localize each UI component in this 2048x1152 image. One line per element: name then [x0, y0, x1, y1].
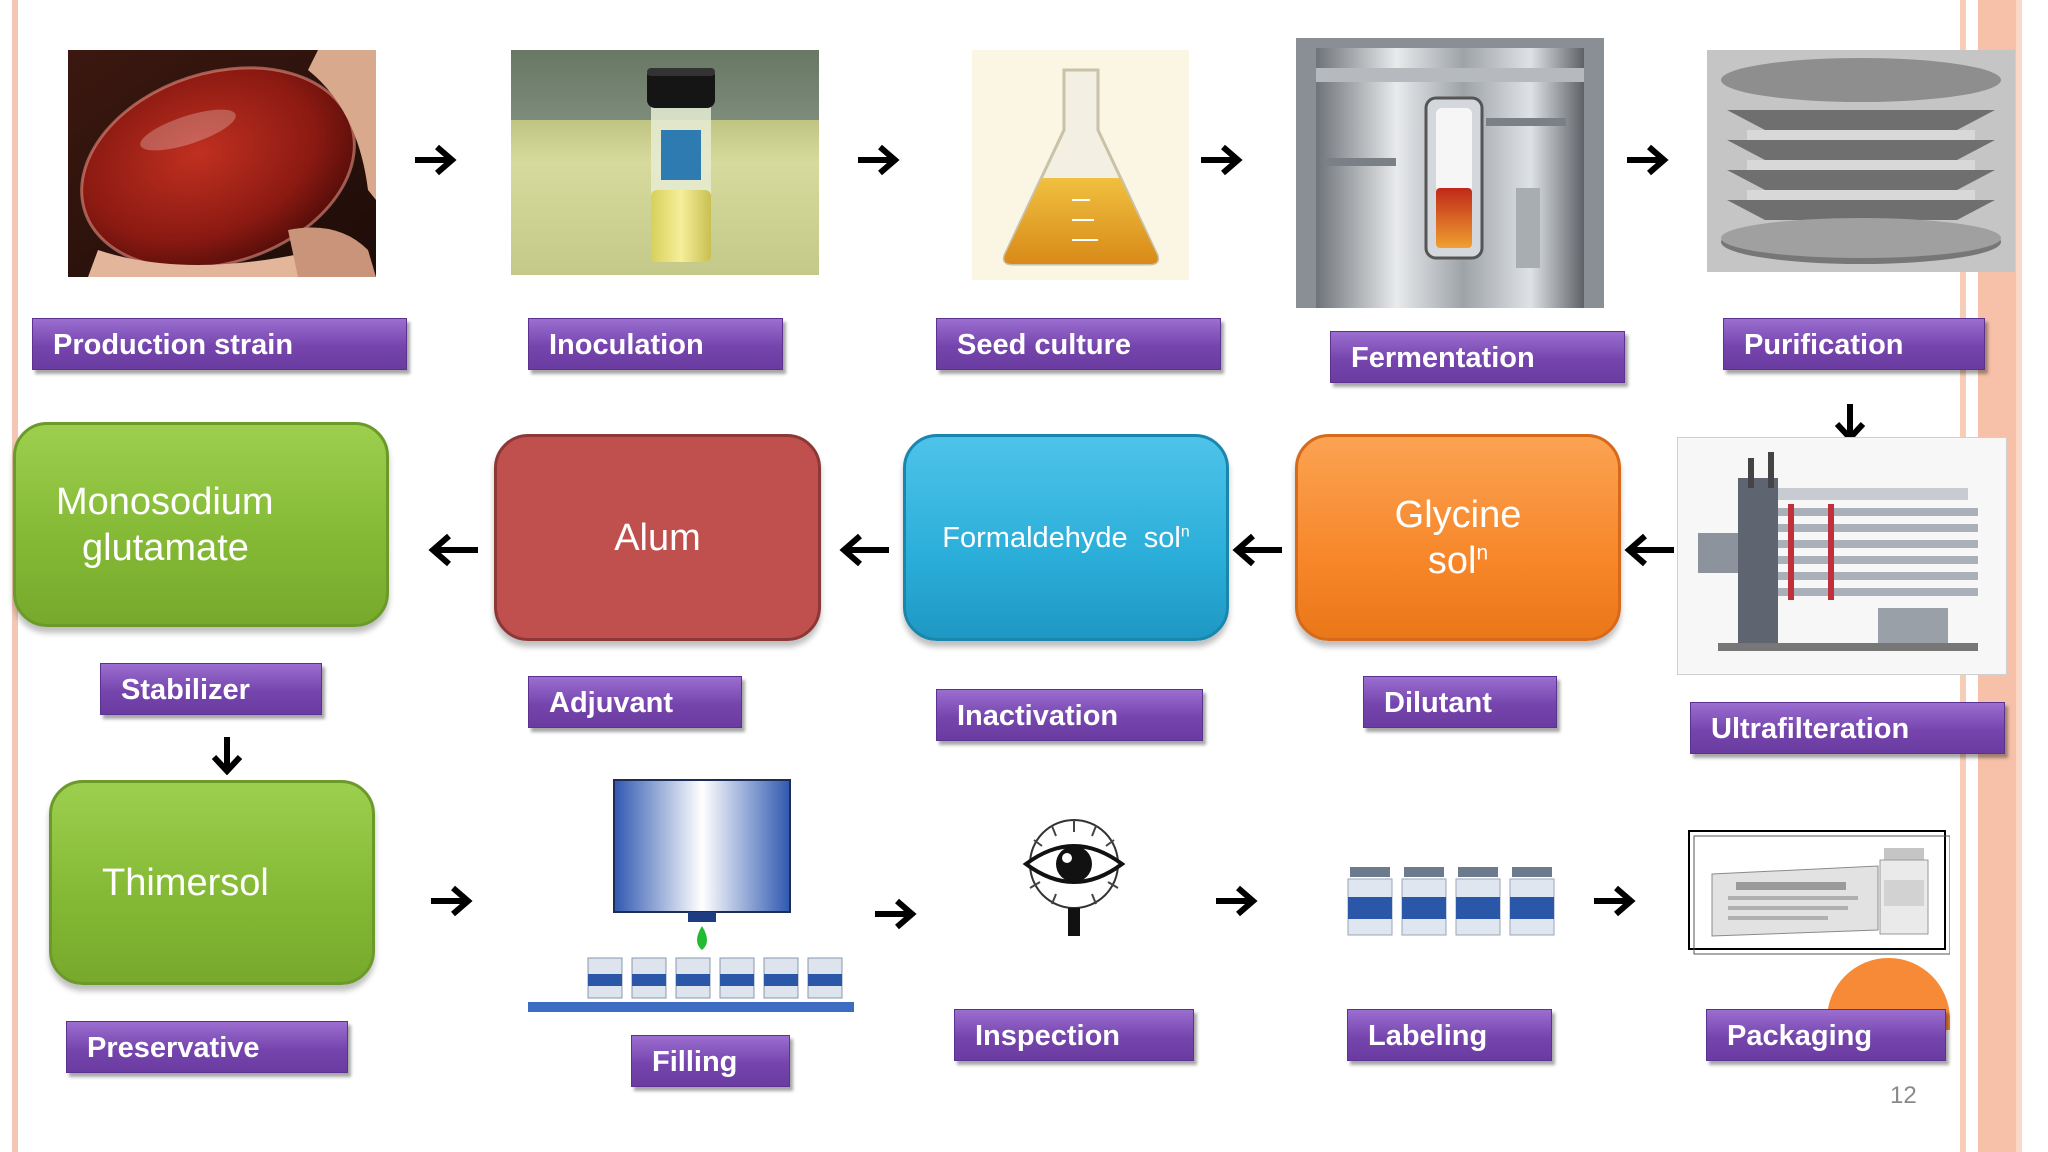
- thimersol-text: Thimersol: [102, 861, 269, 904]
- arrow-right-icon: [858, 144, 900, 176]
- box-alum: Alum: [494, 434, 821, 641]
- label-stabilizer: Stabilizer: [100, 663, 322, 715]
- glycine-line2: soln: [1428, 538, 1488, 584]
- slide-right-border-edge: [2016, 0, 2022, 1152]
- arrow-right-icon: [415, 144, 457, 176]
- arrow-right-icon: [1594, 885, 1636, 917]
- label-seed-culture: Seed culture: [936, 318, 1221, 370]
- formaldehyde-label: Formaldehyde sol: [942, 521, 1181, 554]
- arrow-down-icon: [211, 737, 243, 775]
- filling-machine-icon: [528, 778, 856, 1018]
- label-packaging: Packaging: [1706, 1009, 1946, 1061]
- label-inspection: Inspection: [954, 1009, 1194, 1061]
- box-formaldehyde: Formaldehyde soln: [903, 434, 1229, 641]
- label-ultrafilteration: Ultrafilteration: [1690, 702, 2005, 754]
- label-inoculation: Inoculation: [528, 318, 783, 370]
- arrow-down-icon: [1834, 404, 1866, 442]
- arrow-right-icon: [431, 885, 473, 917]
- flask-icon: [972, 50, 1189, 280]
- label-fermentation: Fermentation: [1330, 331, 1625, 383]
- package-icon: [1688, 830, 1950, 956]
- alum-text: Alum: [614, 516, 701, 559]
- box-thimersol: Thimersol: [49, 780, 375, 985]
- label-purification: Purification: [1723, 318, 1985, 370]
- arrow-left-icon: [1232, 533, 1282, 567]
- page-number: 12: [1890, 1082, 1917, 1109]
- arrow-left-icon: [428, 533, 478, 567]
- label-adjuvant: Adjuvant: [528, 676, 742, 728]
- vials-icon: [1346, 867, 1556, 937]
- filter-stack-icon: [1707, 50, 2015, 272]
- label-preservative: Preservative: [66, 1021, 348, 1073]
- formaldehyde-sup: n: [1180, 522, 1190, 540]
- arrow-right-icon: [1216, 885, 1258, 917]
- arrow-right-icon: [1201, 144, 1243, 176]
- petri-dish-icon: [68, 50, 376, 277]
- label-dilutant: Dilutant: [1363, 676, 1557, 728]
- label-labeling: Labeling: [1347, 1009, 1552, 1061]
- box-glycine: Glycine soln: [1295, 434, 1621, 641]
- ultrafiltration-unit-icon: [1677, 437, 2007, 675]
- glycine-line1: Glycine: [1394, 493, 1522, 536]
- arrow-left-icon: [1624, 533, 1674, 567]
- msg-line1: Monosodium: [56, 480, 274, 523]
- glycine-sol: sol: [1427, 539, 1477, 582]
- box-monosodium-glutamate: Monosodium glutamate: [13, 422, 389, 627]
- label-filling: Filling: [631, 1035, 790, 1087]
- arrow-right-icon: [1627, 144, 1669, 176]
- label-production-strain: Production strain: [32, 318, 407, 370]
- arrow-right-icon: [875, 898, 917, 930]
- arrow-left-icon: [839, 533, 889, 567]
- eye-icon: [1012, 818, 1136, 938]
- culture-tube-icon: [511, 50, 819, 275]
- formaldehyde-text: Formaldehyde soln: [942, 520, 1189, 556]
- label-inactivation: Inactivation: [936, 689, 1203, 741]
- msg-line2: glutamate: [82, 526, 249, 569]
- fermenter-icon: [1296, 38, 1604, 308]
- glycine-sup: n: [1476, 540, 1489, 564]
